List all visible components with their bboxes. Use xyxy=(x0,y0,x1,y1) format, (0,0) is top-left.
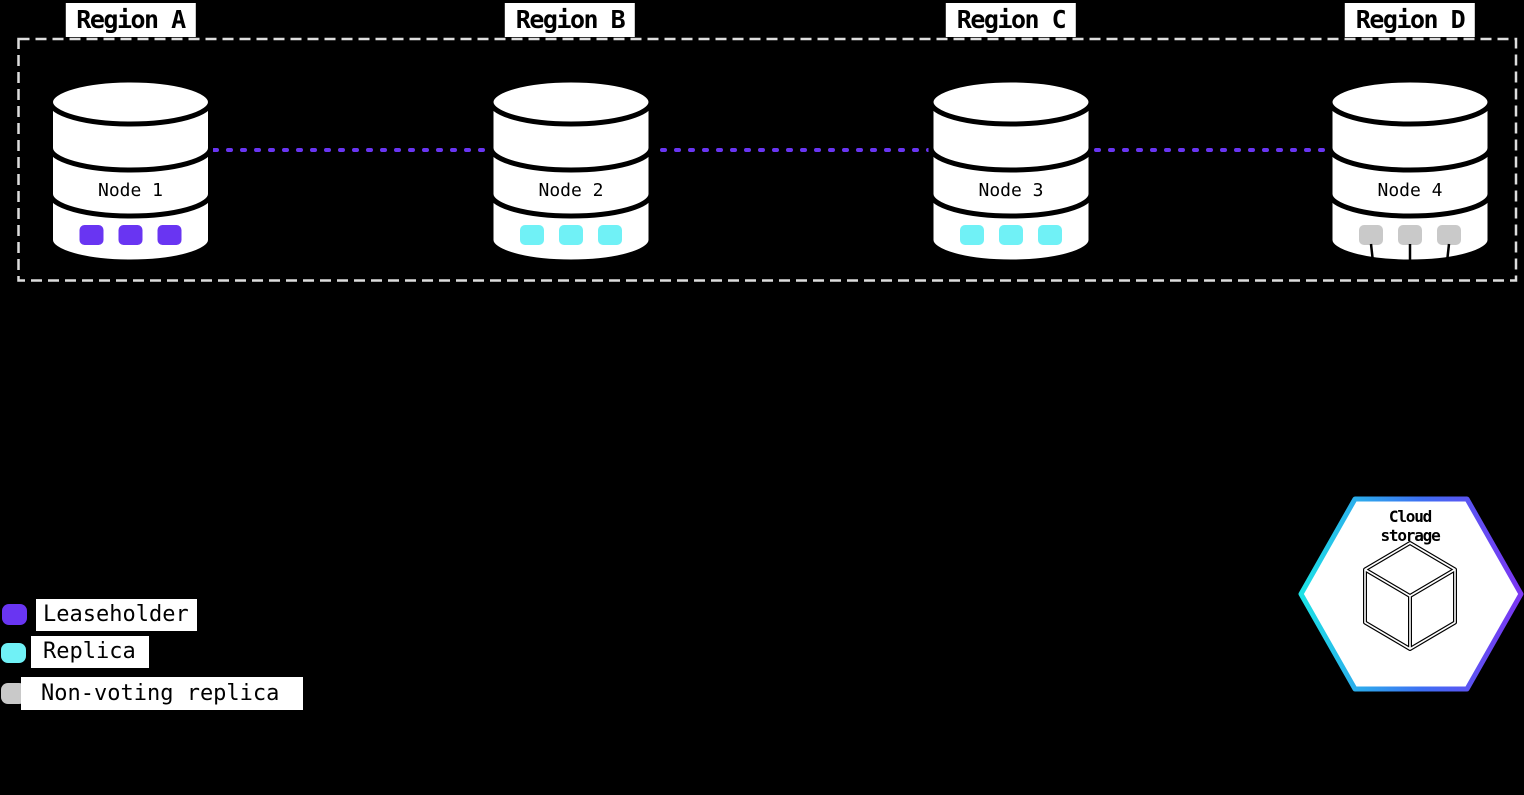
replica-badge xyxy=(559,225,583,245)
legend-label-non-voting-replica: Non-voting replica xyxy=(21,677,304,710)
legend-label-replica: Replica xyxy=(31,636,149,668)
node-3-label: Node 3 xyxy=(978,180,1044,201)
region-boundary-box xyxy=(17,37,1518,282)
leaseholder-badge xyxy=(157,225,182,245)
replica-badge xyxy=(598,225,622,245)
leaseholder-badge xyxy=(79,225,104,245)
region-c-label: Region C xyxy=(945,3,1077,37)
node-3-cylinder xyxy=(931,80,1091,262)
node-2-label: Node 2 xyxy=(538,180,604,201)
node-1-label: Node 1 xyxy=(97,180,164,201)
non-voting-replica-swatch xyxy=(1,683,26,704)
node-1-cylinder xyxy=(51,80,211,262)
replica-badge xyxy=(1038,225,1062,245)
region-d-label: Region D xyxy=(1344,3,1476,37)
cube-icon xyxy=(1363,541,1457,651)
cloud-storage-link-line xyxy=(1369,243,1375,263)
node-2-cylinder xyxy=(491,80,651,262)
leaseholder-badge xyxy=(118,225,143,245)
non-voting-replica-badge xyxy=(1398,225,1422,245)
node-4-label: Node 4 xyxy=(1377,180,1443,201)
cloud-storage-label: Cloud storage xyxy=(1380,507,1440,545)
cloud-storage-link-line xyxy=(1445,243,1451,263)
node-4-cylinder xyxy=(1330,80,1490,262)
replica-badge xyxy=(520,225,544,245)
region-a-label: Region A xyxy=(65,3,196,37)
replica-badge xyxy=(999,225,1023,245)
leaseholder-swatch xyxy=(2,604,27,625)
non-voting-replica-badge xyxy=(1437,225,1461,245)
non-voting-replica-badge xyxy=(1359,225,1383,245)
legend-label-leaseholder: Leaseholder xyxy=(36,599,197,631)
replica-swatch xyxy=(1,643,26,663)
replica-badge xyxy=(960,225,984,245)
region-b-label: Region B xyxy=(504,3,636,37)
